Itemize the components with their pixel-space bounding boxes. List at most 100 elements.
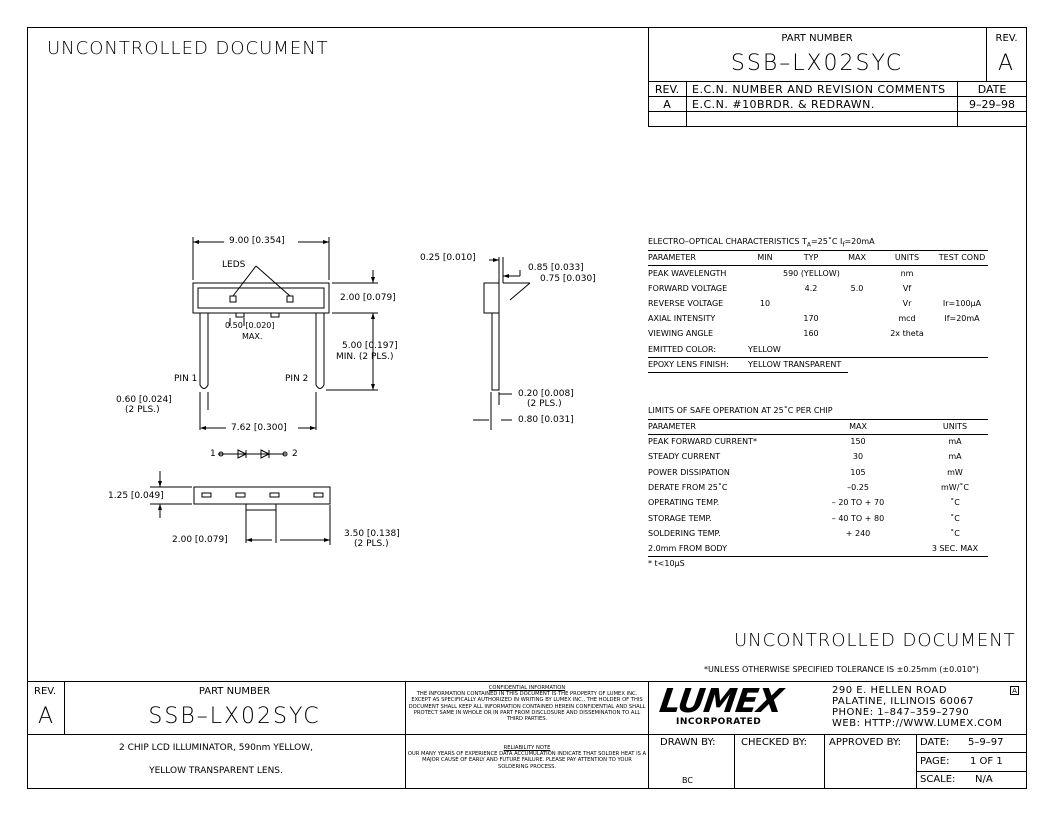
side-dim-a: 0.85 [0.033]: [528, 263, 584, 273]
pin-2-lead: [315, 313, 325, 389]
description-line-1: 2 CHIP LCD ILLUMINATOR, 590nm YELLOW,: [119, 743, 313, 753]
rev-table-row-rev: A: [663, 98, 671, 111]
eo-table-cell: If=20mA: [944, 314, 980, 323]
limits-table-header-cell: PARAMETER: [648, 422, 696, 431]
epoxy-label: EPOXY LENS FINISH:: [648, 360, 729, 369]
corner-rev-mark: A: [1010, 686, 1019, 695]
limits-table-header-cell: UNITS: [942, 422, 968, 431]
approved-by-label: APPROVED BY:: [829, 737, 902, 748]
eo-table-cell: REVERSE VOLTAGE: [648, 299, 724, 308]
pin-1-lead: [199, 313, 209, 389]
front-view-body: [192, 282, 330, 314]
side-dim-top: 0.25 [0.010]: [420, 253, 476, 263]
eo-table-header-cell: MIN: [757, 253, 773, 262]
rev-table-col-rev: REV.: [654, 83, 680, 96]
description-line-2: YELLOW TRANSPARENT LENS.: [149, 766, 283, 776]
limits-table-cell: OPERATING TEMP.: [648, 498, 720, 508]
title-part-number-label: PART NUMBER: [198, 686, 271, 697]
dim-height: 2.00 [0.079]: [340, 293, 396, 303]
limits-table-title: LIMITS OF SAFE OPERATION AT 25˚C PER CHI…: [648, 406, 833, 415]
scale-label: SCALE:: [920, 774, 956, 785]
title-rev: A: [38, 704, 56, 729]
dim-lead-min: MIN. (2 PLS.): [336, 352, 394, 362]
limits-table-cell: + 240: [845, 528, 871, 538]
dim-bottom-a: 2.00 [0.079]: [172, 535, 228, 545]
dim-lead-length: 5.00 [0.197]: [342, 341, 398, 351]
website: WEB: HTTP://WWW.LUMEX.COM: [832, 718, 1003, 729]
rev-table-col-ecn: E.C.N. NUMBER AND REVISION COMMENTS: [692, 83, 946, 96]
header-part-number-label: PART NUMBER: [781, 33, 853, 44]
pin-1-label: PIN 1: [174, 374, 198, 384]
rev-table-row-ecn: E.C.N. #10BRDR. & REDRAWN.: [692, 98, 875, 111]
uncontrolled-stamp-top: UNCONTROLLED DOCUMENT: [47, 38, 329, 59]
header-rev: A: [997, 51, 1016, 76]
dim-bottom-height: 1.25 [0.049]: [108, 491, 164, 501]
eo-table-cell: PEAK WAVELENGTH: [648, 269, 727, 278]
epoxy-value: YELLOW TRANSPARENT: [748, 360, 842, 369]
bottom-view-body: [193, 486, 331, 505]
dim-pin-width-count: (2 PLS.): [125, 405, 160, 415]
limits-table-cell: DERATE FROM 25˚C: [648, 482, 728, 492]
reliability-note: RELIABILITY NOTE OUR MANY YEARS OF EXPER…: [407, 745, 647, 770]
side-dim-d: 0.80 [0.031]: [518, 415, 574, 425]
eo-table-cell: 590 (YELLOW): [783, 269, 840, 278]
drawn-by-label: DRAWN BY:: [660, 737, 716, 748]
limits-table-cell: 105: [850, 467, 866, 477]
limits-table-cell: POWER DISSIPATION: [648, 467, 730, 477]
side-dim-b: 0.75 [0.030]: [540, 274, 596, 284]
page-label: PAGE:: [920, 756, 950, 767]
tolerance-note: *UNLESS OTHERWISE SPECIFIED TOLERANCE IS…: [704, 665, 979, 674]
eo-table-header-cell: TEST COND: [938, 253, 986, 262]
eo-table-cell: VIEWING ANGLE: [648, 329, 714, 338]
eo-table-cell: FORWARD VOLTAGE: [648, 284, 728, 293]
scale-value: N/A: [975, 774, 993, 785]
title-rev-label: REV.: [34, 686, 56, 697]
title-part-number: SSB–LX02SYC: [148, 704, 321, 729]
date-value: 5–9–97: [968, 737, 1004, 748]
limits-table-cell: 2.0mm FROM BODY: [648, 544, 728, 554]
dim-pin-width: 0.60 [0.024]: [116, 395, 172, 405]
limits-table-cell: ˚C: [950, 528, 960, 538]
eo-table-title: ELECTRO–OPTICAL CHARACTERISTICS TA=25˚C …: [648, 237, 875, 249]
limits-table-cell: – 20 TO + 70: [831, 498, 885, 508]
eo-table-header-cell: PARAMETER: [648, 253, 696, 262]
rev-table-col-date: DATE: [977, 83, 1007, 96]
limits-table-cell: mW/˚C: [941, 482, 969, 492]
dim-gap: 0.50 [0.020]: [225, 321, 275, 330]
eo-table-cell: 4.2: [804, 284, 818, 293]
limits-footnote: * t<10μS: [648, 559, 685, 568]
eo-table-cell: 5.0: [850, 284, 864, 293]
date-label: DATE:: [920, 737, 950, 748]
header-rev-label: REV.: [995, 33, 1018, 44]
eo-table-cell: AXIAL INTENSITY: [648, 314, 716, 323]
limits-table-cell: –0.25: [847, 482, 869, 492]
lumex-logo: LUMEX: [657, 681, 785, 720]
eo-table-cell: Vf: [902, 284, 912, 293]
header-bottom-line: [648, 126, 1027, 127]
emitted-color-label: EMITTED COLOR:: [648, 345, 717, 354]
phone: PHONE: 1–847–359–2790: [832, 707, 970, 718]
dim-gap-max: MAX.: [242, 332, 263, 341]
limits-table-cell: – 40 TO + 80: [831, 513, 885, 523]
limits-table-cell: STEADY CURRENT: [648, 452, 721, 462]
eo-table-cell: Ir=100μA: [942, 299, 982, 308]
limits-table-cell: PEAK FORWARD CURRENT*: [648, 437, 757, 446]
limits-table-cell: STORAGE TEMP.: [648, 513, 712, 523]
eo-table-cell: 160: [803, 329, 819, 338]
eo-table-cell: nm: [900, 269, 914, 278]
eo-table-cell: 2x theta: [890, 329, 924, 338]
limits-table-cell: 150: [850, 437, 866, 446]
schematic-pin-2: 2: [292, 449, 298, 459]
eo-table-cell: Vr: [902, 299, 912, 308]
eo-table-header-cell: TYP: [803, 253, 819, 262]
eo-table-cell: 170: [803, 314, 819, 323]
checked-by-label: CHECKED BY:: [741, 737, 808, 748]
emitted-color-value: YELLOW: [748, 345, 781, 354]
title-block-top: [27, 681, 1027, 682]
eo-table-cell: 10: [759, 299, 771, 308]
pin-2-label: PIN 2: [285, 374, 309, 384]
eo-table-cell: mcd: [898, 314, 916, 323]
limits-table-cell: 30: [852, 452, 864, 462]
schematic-pin-1: 1: [210, 449, 216, 459]
